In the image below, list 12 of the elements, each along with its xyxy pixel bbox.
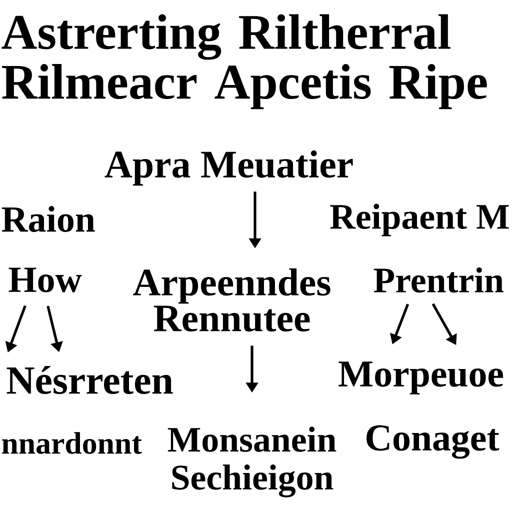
node-label: Arpeenndes Rennutee: [133, 268, 330, 332]
text-label: Raion: [2, 206, 95, 232]
node-label: Nésrreten: [6, 366, 173, 394]
node-label: How: [8, 268, 82, 292]
node-label: Apra Meuatier: [104, 150, 353, 186]
node-label: Prentrin: [374, 267, 504, 293]
heading: Astrerting Riltherral Rilmeacr Apcetis Ripe: [2, 14, 487, 110]
text-label: Reipaent M: [330, 204, 509, 236]
node-label: Morpeuoe: [338, 362, 504, 394]
node-label: Monsanein Sechieigon: [168, 426, 336, 498]
text-label: nnardonnt: [2, 432, 142, 454]
text-label: Conaget: [366, 425, 500, 459]
